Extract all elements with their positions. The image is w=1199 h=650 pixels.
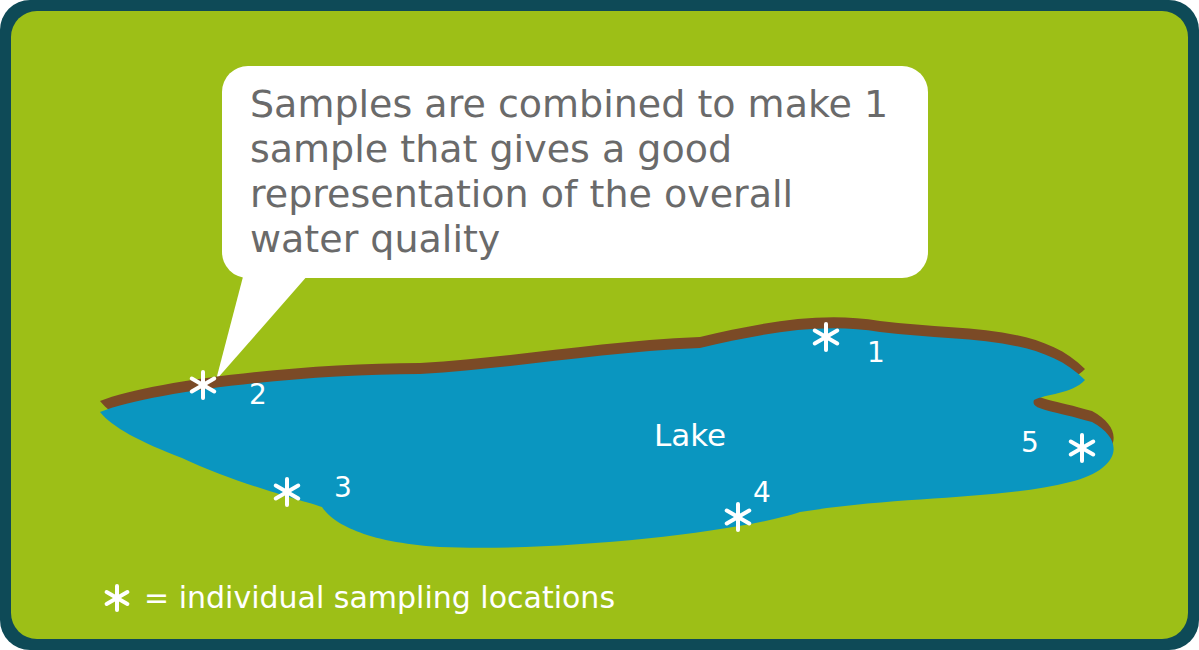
lake-outline <box>90 300 1135 570</box>
legend-text: = individual sampling locations <box>144 580 615 615</box>
marker-stroke <box>1071 442 1094 455</box>
callout-number: 5 <box>1021 426 1039 459</box>
lake-shape: Lake <box>90 300 1135 570</box>
lake-water <box>100 328 1114 547</box>
callout-number: 3 <box>334 471 352 504</box>
legend-symbol <box>100 581 134 615</box>
marker-stroke <box>276 486 299 499</box>
marker-stroke <box>815 331 838 344</box>
marker-stroke <box>107 592 128 604</box>
callout-number: 1 <box>867 336 885 369</box>
callout-text: Samples are combined to make 1 sample th… <box>250 82 900 262</box>
sampling-marker <box>815 324 838 350</box>
marker-stroke <box>107 592 128 604</box>
legend: = individual sampling locations <box>100 580 615 615</box>
sampling-marker <box>1071 435 1094 461</box>
sampling-marker <box>727 504 750 530</box>
marker-stroke <box>727 511 750 524</box>
callout-number: 4 <box>753 476 771 509</box>
speech-bubble: Samples are combined to make 1 sample th… <box>222 66 928 278</box>
lake-name: Lake <box>654 417 726 453</box>
grass-panel <box>11 11 1188 639</box>
sampling-marker <box>192 372 215 398</box>
sampling-marker <box>276 479 299 505</box>
marker-stroke <box>1071 442 1094 455</box>
callout-number: 2 <box>249 378 267 411</box>
marker-stroke <box>192 379 215 392</box>
marker-stroke <box>276 486 299 499</box>
marker-stroke <box>727 511 750 524</box>
marker-stroke <box>815 331 838 344</box>
marker-stroke <box>192 379 215 392</box>
